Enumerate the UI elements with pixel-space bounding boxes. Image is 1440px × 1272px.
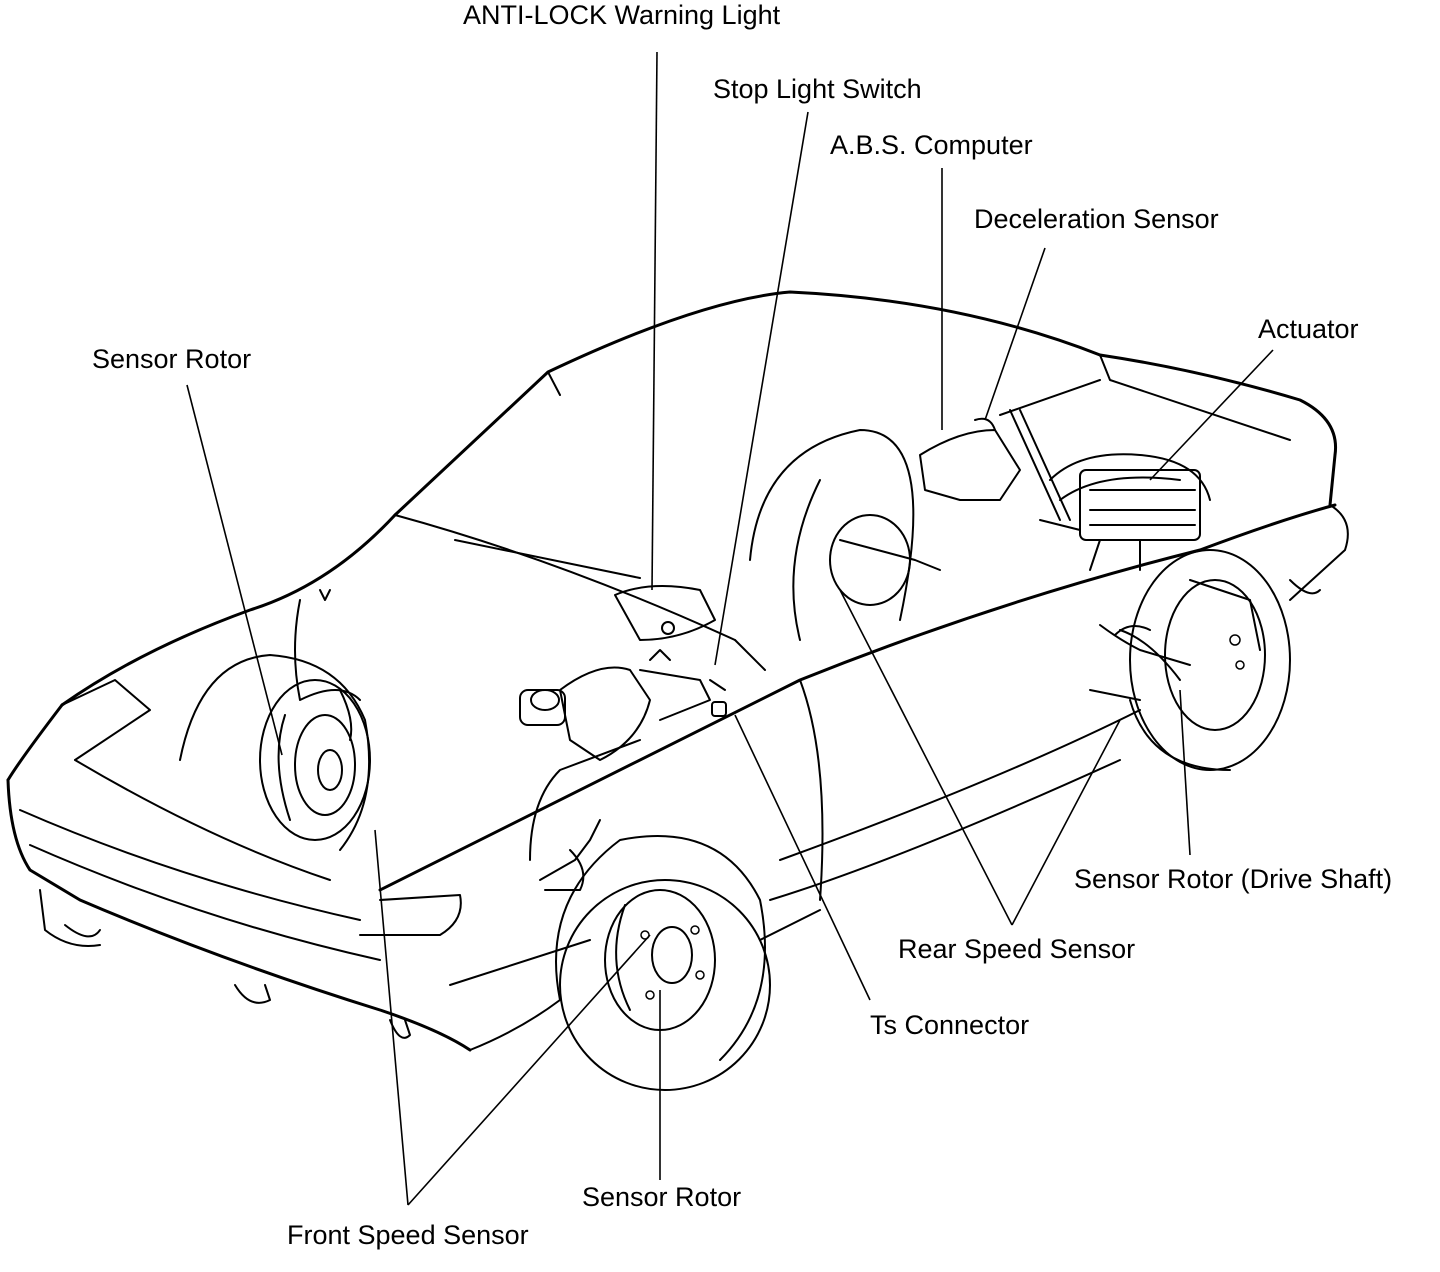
label-stop-light-switch: Stop Light Switch <box>713 74 922 104</box>
label-actuator: Actuator <box>1258 314 1359 344</box>
labels: ANTI-LOCK Warning Light Stop Light Switc… <box>92 0 1392 1250</box>
label-deceleration-sensor: Deceleration Sensor <box>974 204 1219 234</box>
label-sensor-rotor-left: Sensor Rotor <box>92 344 251 374</box>
brake-master-cylinder <box>519 649 727 761</box>
label-sensor-rotor-drive-shaft: Sensor Rotor (Drive Shaft) <box>1074 864 1392 894</box>
rear-left-wheel <box>749 429 941 641</box>
car-body <box>6 290 1349 1052</box>
actuator-unit <box>1039 453 1211 571</box>
label-rear-speed-sensor: Rear Speed Sensor <box>898 934 1135 964</box>
label-abs-computer: A.B.S. Computer <box>830 130 1033 160</box>
front-left-wheel <box>179 589 371 851</box>
anti-lock-warning-light-unit <box>614 585 716 641</box>
label-sensor-rotor-bottom: Sensor Rotor <box>582 1182 741 1212</box>
rear-axle-drive-shaft <box>1089 624 1191 701</box>
abs-computer-unit <box>919 417 1021 501</box>
label-anti-lock-warning-light: ANTI-LOCK Warning Light <box>463 0 781 30</box>
label-front-speed-sensor: Front Speed Sensor <box>287 1220 529 1250</box>
front-brake-lines <box>529 739 641 891</box>
rear-right-wheel <box>1119 549 1291 771</box>
label-ts-connector: Ts Connector <box>870 1010 1029 1040</box>
leader-lines <box>186 51 1274 1206</box>
front-right-wheel <box>555 835 771 1091</box>
